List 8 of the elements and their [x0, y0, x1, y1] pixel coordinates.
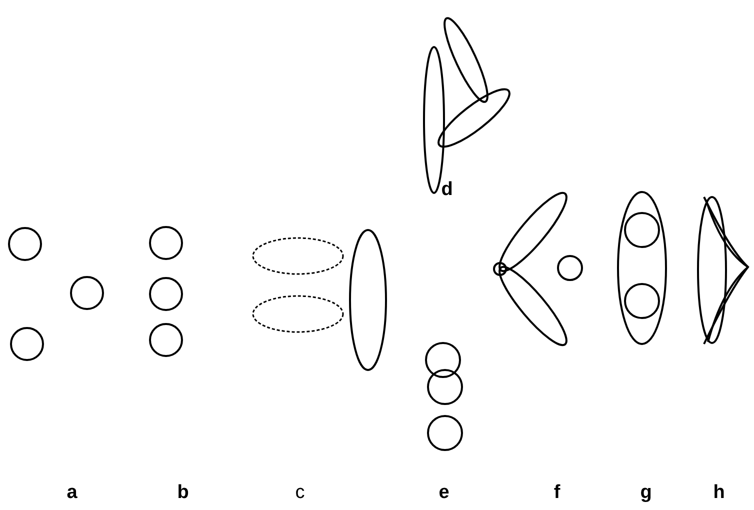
figure-label: a: [66, 483, 78, 503]
figure-label: d: [441, 180, 453, 200]
figure-label: b: [177, 483, 189, 503]
figure-label: f: [554, 483, 560, 503]
figure-label: h: [713, 483, 725, 503]
figure-label: g: [640, 483, 652, 503]
figure-label: c: [295, 483, 305, 503]
figure-label: e: [438, 483, 450, 503]
